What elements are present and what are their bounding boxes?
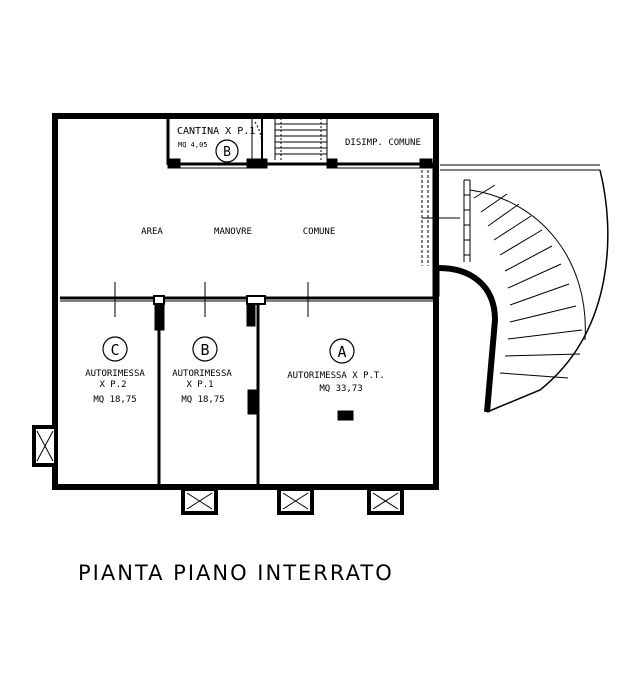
garage-b-marker: B (200, 341, 209, 359)
ramp-access (421, 164, 609, 413)
cantina-marker: B (223, 145, 231, 160)
garage-c-name: AUTORIMESSA (85, 369, 145, 379)
garage-a-area: MQ 33,73 (319, 384, 362, 394)
internal-stair (274, 118, 328, 160)
cantina-name: CANTINA X P.1 (177, 126, 255, 137)
cantina-area: MQ 4,05 (178, 141, 208, 149)
garage-a-name: AUTORIMESSA X P.T. (287, 371, 385, 381)
window-bottom-1 (181, 487, 218, 515)
area-manovre-word2: MANOVRE (214, 227, 252, 237)
area-manovre-word3: COMUNE (303, 227, 336, 237)
marker-circle-cantina (215, 139, 239, 163)
marker-circle-garage-c (102, 336, 128, 362)
room-markers (102, 139, 355, 364)
bottom-windows (32, 425, 404, 515)
garage-b-floor: X P.1 (186, 380, 213, 390)
marker-circle-garage-a (329, 338, 355, 364)
garage-b-area: MQ 18,75 (181, 395, 224, 405)
garage-a-marker: A (337, 343, 346, 361)
outer-walls (52, 113, 439, 490)
garage-partitions (60, 282, 433, 487)
garage-b-name: AUTORIMESSA (172, 369, 232, 379)
area-manovre-word1: AREA (141, 227, 163, 237)
garage-c-floor: X P.2 (99, 380, 126, 390)
marker-circle-garage-b (192, 336, 218, 362)
garage-c-area: MQ 18,75 (93, 395, 136, 405)
garage-c-marker: C (110, 341, 119, 359)
window-bottom-2 (277, 487, 314, 515)
top-rooms (166, 118, 433, 169)
window-left (32, 425, 58, 467)
window-bottom-3 (367, 487, 404, 515)
plan-title: PIANTA PIANO INTERRATO (78, 561, 394, 585)
disimpegno-name: DISIMP. COMUNE (345, 138, 421, 148)
labels: CANTINA X P.1 MQ 4,05 B DISIMP. COMUNE A… (85, 126, 421, 405)
